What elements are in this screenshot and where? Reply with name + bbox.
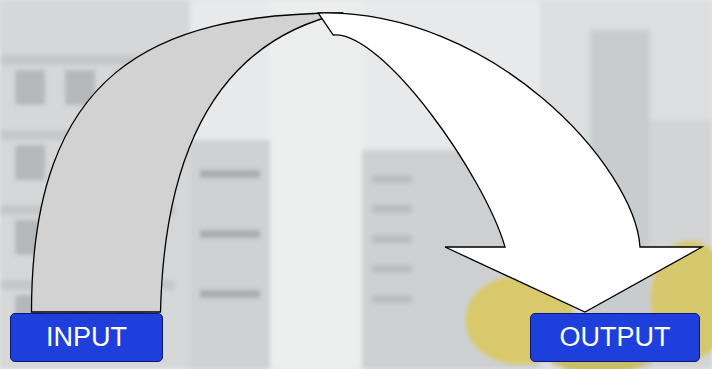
box-label: OUTPUT: [560, 323, 671, 353]
box-label: INPUT: [46, 323, 127, 353]
io-box: OUTPUT: [530, 313, 700, 362]
arrow-part: [318, 13, 702, 312]
io-box: INPUT: [10, 313, 163, 362]
arrow-part: [32, 13, 344, 312]
curved-arrow: [32, 13, 703, 312]
